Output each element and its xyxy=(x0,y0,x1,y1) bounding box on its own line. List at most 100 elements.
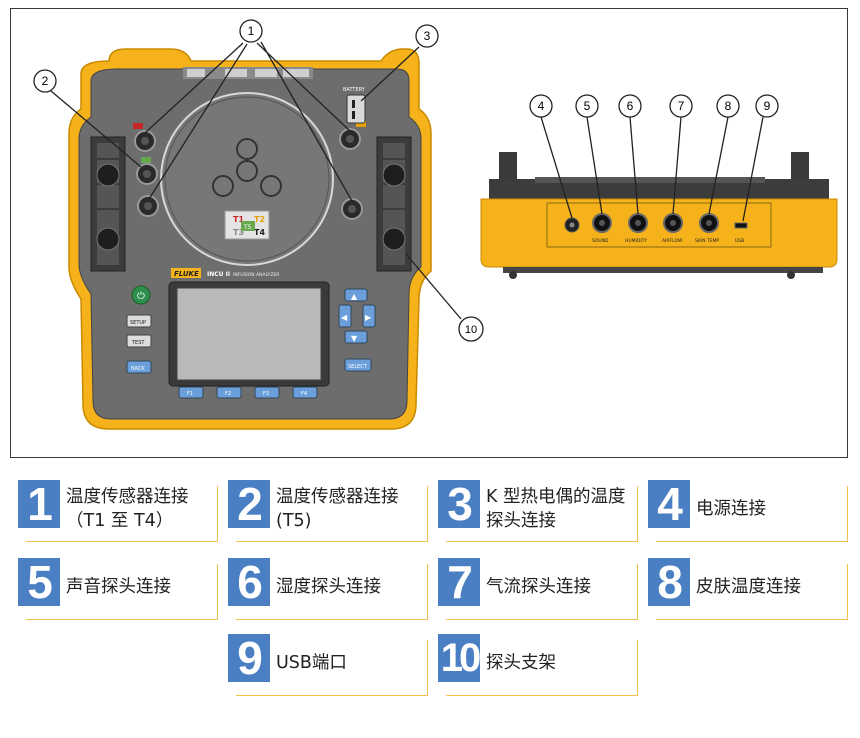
f3-button[interactable] xyxy=(254,386,280,399)
arrow-right-icon: ▶ xyxy=(365,313,372,322)
arrow-left-icon: ◀ xyxy=(341,313,348,322)
probe-label-t5: T5 xyxy=(243,224,252,231)
svg-text:F4: F4 xyxy=(301,391,307,397)
legend-item-4: 4 电源连接 xyxy=(648,480,848,542)
probe-label-t3: T3 xyxy=(233,228,244,237)
side-port-panel xyxy=(546,202,772,248)
legend-item-5: 5 声音探头连接 xyxy=(18,558,218,620)
callout-4: 4 xyxy=(529,94,553,118)
legend-text: 温度传感器连接 (T5) xyxy=(276,487,399,531)
select-button[interactable] xyxy=(344,358,372,372)
svg-text:SOUND: SOUND xyxy=(592,238,609,244)
arrow-down-icon: ▼ xyxy=(351,334,358,343)
temp-connector-t4 xyxy=(341,198,363,220)
legend-text: 温度传感器连接（T1 至 T4） xyxy=(66,487,189,531)
brand-name: FLUKE xyxy=(174,270,199,278)
legend-text: USB端口 xyxy=(276,653,347,673)
legend-item-2: 2 温度传感器连接 (T5) xyxy=(228,480,428,542)
legend-number: 1 xyxy=(18,480,60,528)
svg-text:F1: F1 xyxy=(187,391,193,397)
display-screen xyxy=(176,287,322,381)
f1-button[interactable] xyxy=(178,386,204,399)
setup-button[interactable] xyxy=(126,314,152,328)
legend-text: 皮肤温度连接 xyxy=(696,577,801,597)
legend-number: 10 xyxy=(438,634,481,682)
legend-text: K 型热电偶的温度探头连接 xyxy=(486,487,626,531)
callout-1: 1 xyxy=(239,19,263,43)
legend-item-1: 1 温度传感器连接（T1 至 T4） xyxy=(18,480,218,542)
callout-2: 2 xyxy=(33,69,57,93)
dpad-right[interactable] xyxy=(362,304,376,328)
legend-number: 6 xyxy=(228,558,270,606)
legend-item-6: 6 湿度探头连接 xyxy=(228,558,428,620)
legend-number: 4 xyxy=(648,480,690,528)
svg-text:1: 1 xyxy=(248,24,255,38)
legend-text: 电源连接 xyxy=(696,499,766,519)
power-jack xyxy=(564,217,580,233)
callout-7: 7 xyxy=(669,94,693,118)
side-holder-left xyxy=(499,152,517,184)
svg-text:2: 2 xyxy=(42,74,49,88)
dpad-left[interactable] xyxy=(338,304,352,328)
airflow-port: AIRFLOW xyxy=(662,213,683,244)
legend-number: 2 xyxy=(228,480,270,528)
callout-6: 6 xyxy=(618,94,642,118)
f2-button[interactable] xyxy=(216,386,242,399)
svg-text:USB: USB xyxy=(735,238,744,244)
svg-text:AIRFLOW: AIRFLOW xyxy=(662,238,683,244)
probe-holder-left xyxy=(90,136,126,272)
svg-text:F2: F2 xyxy=(225,391,231,397)
svg-text:8: 8 xyxy=(725,99,732,113)
thermocouple-socket xyxy=(346,94,366,124)
probe-label-t1: T1 xyxy=(233,215,244,224)
legend-number: 9 xyxy=(228,634,270,682)
svg-text:3: 3 xyxy=(424,29,431,43)
f4-button[interactable] xyxy=(292,386,318,399)
probe-label-t4: T4 xyxy=(254,228,265,237)
legend-text: 气流探头连接 xyxy=(486,577,591,597)
battery-label: BATTERY xyxy=(343,87,366,93)
legend-item-8: 8 皮肤温度连接 xyxy=(648,558,848,620)
legend-text: 探头支架 xyxy=(486,653,556,673)
svg-text:SKIN TEMP: SKIN TEMP xyxy=(695,238,719,244)
svg-text:7: 7 xyxy=(678,99,685,113)
callout-5: 5 xyxy=(575,94,599,118)
svg-text:9: 9 xyxy=(764,99,771,113)
legend-item-7: 7 气流探头连接 xyxy=(438,558,638,620)
callout-3: 3 xyxy=(415,24,439,48)
dpad-up[interactable] xyxy=(344,288,368,302)
legend-number: 3 xyxy=(438,480,480,528)
svg-text:6: 6 xyxy=(627,99,634,113)
power-button[interactable] xyxy=(131,285,151,305)
temp-connector-t3 xyxy=(137,195,159,217)
sound-port: SOUND xyxy=(592,213,612,244)
probe-holder-right xyxy=(376,136,412,272)
side-view: SOUND HUMIDITY AIRFLOW SKIN TEMP USB xyxy=(480,152,838,279)
legend-text: 湿度探头连接 xyxy=(276,577,381,597)
svg-text:4: 4 xyxy=(538,99,545,113)
svg-text:HUMIDITY: HUMIDITY xyxy=(625,238,647,244)
side-holder-right xyxy=(791,152,809,184)
svg-text:F3: F3 xyxy=(263,391,269,397)
legend-item-9: 9 USB端口 xyxy=(228,634,428,696)
legend-item-3: 3 K 型热电偶的温度探头连接 xyxy=(438,480,638,542)
svg-text:SETUP: SETUP xyxy=(130,320,146,326)
arrow-up-icon: ▲ xyxy=(351,292,358,301)
test-button[interactable] xyxy=(126,334,152,348)
dpad-down[interactable] xyxy=(344,330,368,344)
svg-text:SELECT: SELECT xyxy=(348,364,368,370)
svg-text:BACK: BACK xyxy=(131,366,145,372)
usb-port: USB xyxy=(734,222,748,244)
callout-10: 10 xyxy=(458,316,484,342)
temp-connector-t5 xyxy=(136,157,158,185)
power-icon: ⏻ xyxy=(137,291,145,302)
model-subtitle: INFUSION ANALYZER xyxy=(233,272,279,278)
back-button[interactable] xyxy=(126,360,152,374)
probe-label-box xyxy=(224,210,270,240)
model-name: INCU II xyxy=(207,271,230,278)
callout-9: 9 xyxy=(755,94,779,118)
svg-text:10: 10 xyxy=(465,324,477,336)
legend-number: 7 xyxy=(438,558,480,606)
brand-badge xyxy=(171,268,201,278)
device-illustration: T1 T2 T3 T4 T5 xyxy=(33,19,838,430)
